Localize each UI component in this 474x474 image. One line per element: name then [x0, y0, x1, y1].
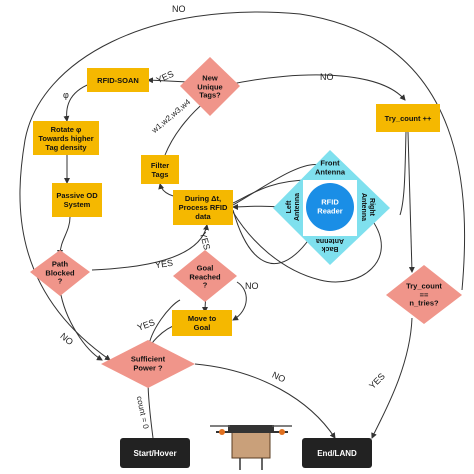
try-count-box: Try_count ++ [376, 104, 440, 132]
drone-icon [210, 425, 292, 470]
back-antenna-text: Back Antenna [316, 237, 344, 252]
rotate-box: Rotate φ Towards higher Tag density [33, 121, 99, 155]
move-to-goal-box: Move to Goal [172, 310, 232, 336]
decision-shapes [30, 57, 462, 388]
phi-label: φ [63, 90, 69, 100]
during-box: During Δt, Process RFID data [173, 190, 233, 225]
no-goal-label: NO [245, 281, 259, 291]
rfid-reader-label: RFID Reader [317, 197, 343, 215]
filter-tags-box: Filter Tags [141, 155, 179, 184]
left-antenna-label: Left Antenna [286, 193, 302, 221]
passive-od-box: Passive OD System [52, 183, 102, 217]
top-no-label: NO [172, 4, 186, 14]
try-count-eq-label: Try_count == n_tries? [406, 281, 442, 308]
right-antenna-text: Right Antenna [360, 193, 375, 221]
rfid-soan-box: RFID-SOAN [87, 68, 149, 92]
path-blocked-label: Path Blocked ? [45, 259, 75, 286]
no-new-tags-label: NO [320, 72, 334, 82]
new-tags-label: New Unique Tags? [197, 73, 223, 100]
right-antenna-label: Right Antenna [359, 193, 375, 221]
goal-reached-diamond [173, 250, 237, 302]
back-antenna-label: Back Antenna [316, 236, 344, 252]
sufficient-power-label: Sufficient Power ? [130, 354, 166, 372]
new-tags-diamond [180, 57, 240, 116]
sufficient-power-diamond [101, 340, 195, 388]
left-antenna-text: Left Antenna [286, 193, 301, 221]
try-count-eq-diamond [386, 265, 462, 324]
rfid-antenna-group [273, 150, 390, 265]
end-land-terminal: End/LAND [302, 438, 372, 468]
rfid-reader-circle [306, 183, 354, 231]
path-blocked-diamond [30, 250, 90, 296]
goal-reached-label: Goal Reached ? [189, 263, 221, 290]
start-hover-terminal: Start/Hover [120, 438, 190, 468]
front-antenna-label: Front Antenna [315, 158, 345, 176]
